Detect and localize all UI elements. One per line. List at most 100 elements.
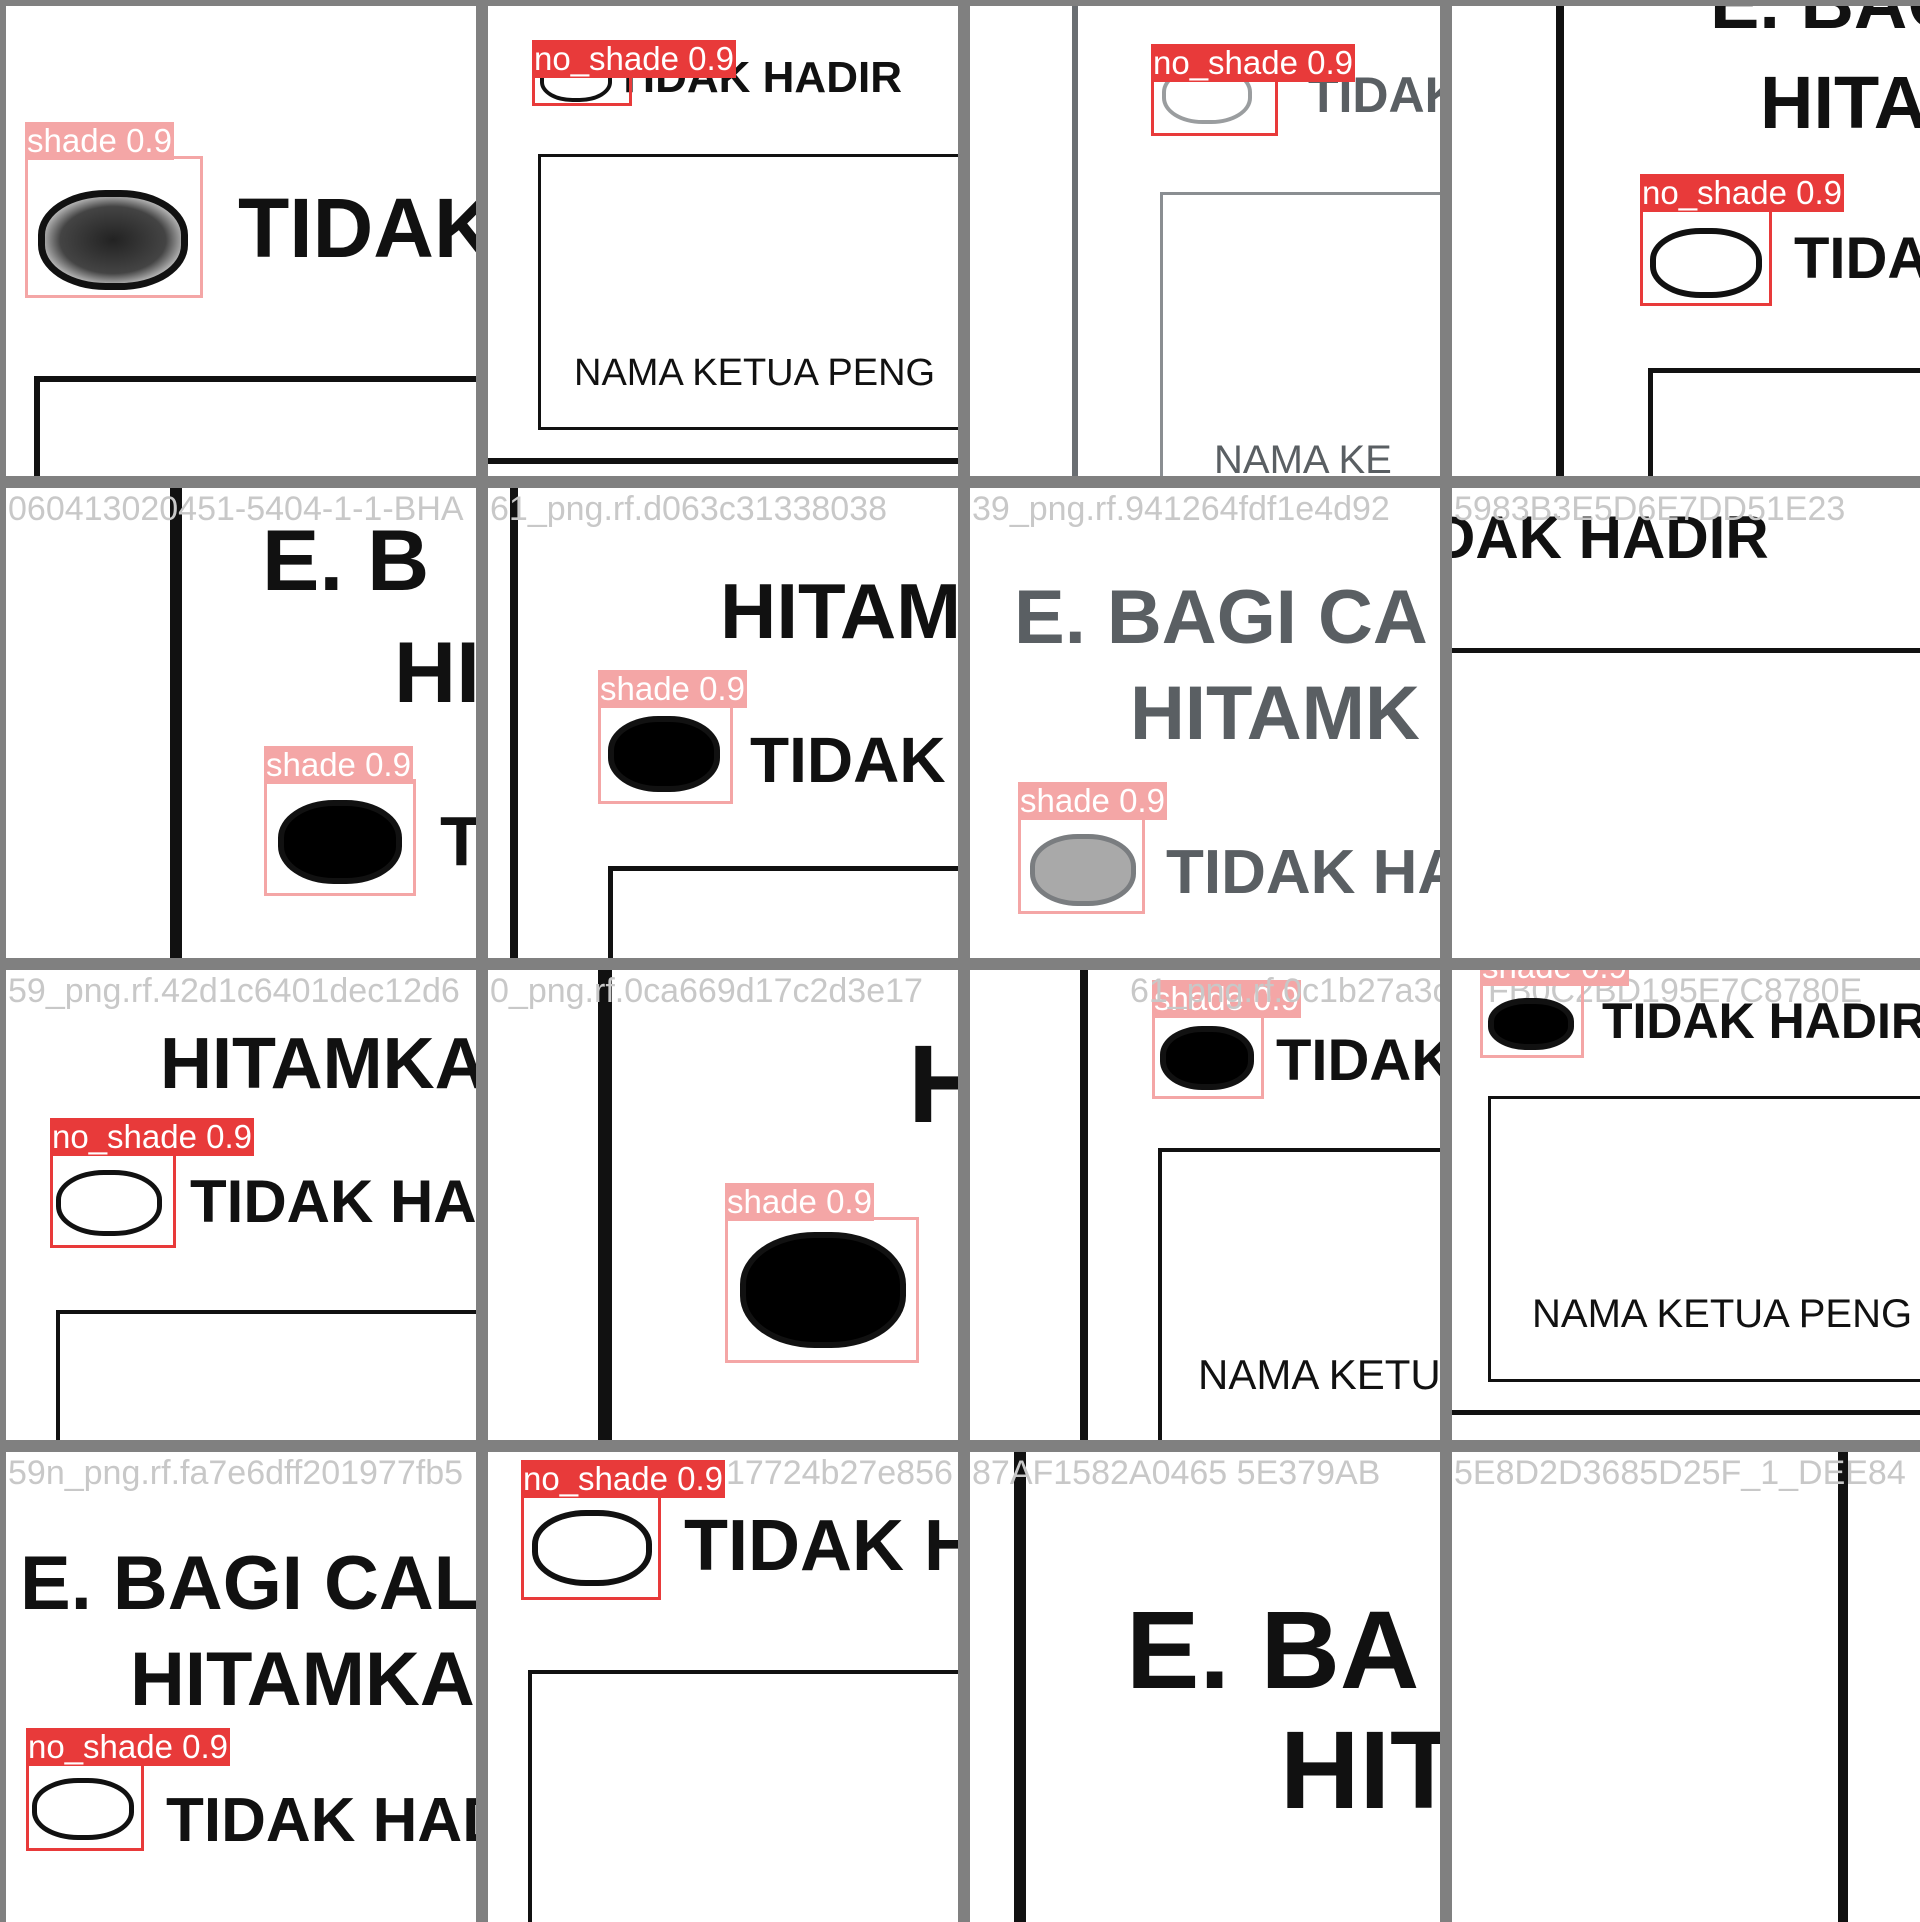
detection-label: shade 0.9 [264,746,413,784]
detection-label: shade 0.9 [725,1183,874,1221]
document-text: TIDAK HAD [166,1786,476,1855]
detection-box [26,1762,144,1851]
answer-oval [1650,228,1762,298]
document-text: TIDAK [750,724,946,796]
document-line [510,488,518,958]
document-text: NAMA KETUA PENG [1532,1292,1913,1336]
document-text: E. BAGI CAL [20,1541,476,1626]
document-text: HITAMKA [130,1637,475,1722]
image-filename: 61_png.rf.0c1b27a3c456 [1130,972,1440,1010]
detection-label: no_shade 0.9 [532,40,737,78]
document-box [528,1670,958,1922]
document-line [488,458,958,464]
document-line [598,970,612,1440]
document-text: NAMA KETUA PENG [574,352,936,394]
detection-label: no_shade 0.9 [521,1460,726,1498]
tile: HITAMKA TIDAK HA no_shade 0.9 59_png.rf.… [6,970,476,1440]
detection-label: no_shade 0.9 [50,1118,255,1156]
detection-box [25,156,203,298]
image-filename: 5E8D2D3685D25F_1_DEE84 [1454,1454,1906,1492]
document-text: TIDAK [1276,1028,1440,1093]
document-text: E. BA [1126,1589,1420,1712]
answer-oval [740,1232,906,1348]
answer-oval [1160,1026,1254,1090]
document-text: HI [394,625,476,721]
document-box [1160,192,1440,476]
answer-oval [1030,834,1136,906]
document-text: H [908,1023,958,1146]
image-filename: 060413020451-5404-1-1-BHA [8,490,464,528]
tile: TIDAK NAMA KETU shade 0.9 61_png.rf.0c1b… [970,970,1440,1440]
tile: E. BAG HITA TIDA no_shade 0.9 [1452,6,1920,476]
document-box [34,376,476,476]
document-text: TIDA [1794,226,1920,291]
detection-box [521,1494,661,1600]
document-box [1488,1096,1920,1382]
tile: TIDAK NAMA KE no_shade 0.9 [970,6,1440,476]
document-text: HITAMK [1130,671,1420,756]
document-text: NAMA KETU [1198,1351,1440,1398]
image-filename: 87AF1582A0465 5E379AB [972,1454,1381,1492]
detection-label: shade 0.9 [1480,970,1629,986]
answer-oval [608,716,720,792]
answer-oval [532,1510,652,1586]
document-line [1556,6,1564,476]
tile: E. BAGI CA HITAMK TIDAK HA shade 0.9 39_… [970,488,1440,958]
document-line [1452,648,1920,653]
document-box [1648,368,1920,476]
detection-label: shade 0.9 [598,670,747,708]
document-line [1014,1452,1026,1922]
image-filename: 59n_png.rf.fa7e6dff201977fb5 [8,1454,464,1492]
image-filename: 5983B3E5D6E7DD51E23 [1454,490,1846,528]
detection-box [50,1152,176,1248]
detection-box [1152,1014,1264,1099]
detection-label: no_shade 0.9 [1151,44,1356,82]
detection-box [725,1217,919,1363]
detection-box [1480,982,1584,1058]
document-text: E. BAGI CA [1014,575,1428,660]
document-line [1072,6,1078,476]
document-box [1158,1148,1440,1440]
image-filename: 39_png.rf.941264fdf1e4d92 [972,490,1390,528]
answer-oval [56,1170,162,1236]
tile: TIDAK HADIR NAMA KETUA PENG no_shade 0.9 [488,6,958,476]
document-text: DAK HADIR [1452,504,1769,571]
detection-box [598,704,733,804]
document-text: HITA [1760,61,1920,144]
document-text: HITAMKA [160,1024,476,1104]
tile: TIDAK H no_shade 0.9 17724b27e856 [488,1452,958,1922]
image-filename: 59_png.rf.42d1c6401dec12d6 [8,972,460,1010]
tile: E. BA HIT 87AF1582A0465 5E379AB [970,1452,1440,1922]
document-text: E. B [262,513,430,609]
document-box [56,1310,476,1440]
document-box [538,154,958,430]
tile: HITAM TIDAK shade 0.9 61_png.rf.d063c313… [488,488,958,958]
tile: FB0C2BD195E7C8780E TIDAK HADIR NAMA KETU… [1452,970,1920,1440]
answer-oval [278,800,402,884]
document-text: TIDAK HA [1166,838,1440,907]
answer-oval [1488,998,1574,1050]
tile: DAK HADIR 5983B3E5D6E7DD51E23 [1452,488,1920,958]
detection-label: no_shade 0.9 [1640,174,1845,212]
answer-oval [32,1778,134,1840]
detection-box [1640,208,1772,306]
detection-box [1018,816,1145,914]
tile: H shade 0.9 0_png.rf.0ca669d17c2d3e17 [488,970,958,1440]
tile: E. BAGI CAL HITAMKA TIDAK HAD no_shade 0… [6,1452,476,1922]
document-text: TIDAK H [684,1506,958,1586]
document-line [170,488,182,958]
detection-label: shade 0.9 [1152,980,1301,1018]
document-line [1452,1410,1920,1415]
document-text: TIDAK [238,181,476,275]
document-text: HITAM [720,567,958,655]
image-filename: 61_png.rf.d063c31338038 [490,490,888,528]
detection-label: shade 0.9 [1018,782,1167,820]
detection-box [264,779,416,896]
image-filename: 17724b27e856 [726,1454,953,1492]
detection-label: no_shade 0.9 [26,1728,231,1766]
document-text: E. BAG [1710,6,1920,40]
document-text: TIDAK HADIR [1602,993,1920,1049]
tile: E. B HI T shade 0.9 060413020451-5404-1-… [6,488,476,958]
tile: 5E8D2D3685D25F_1_DEE84 [1452,1452,1920,1922]
